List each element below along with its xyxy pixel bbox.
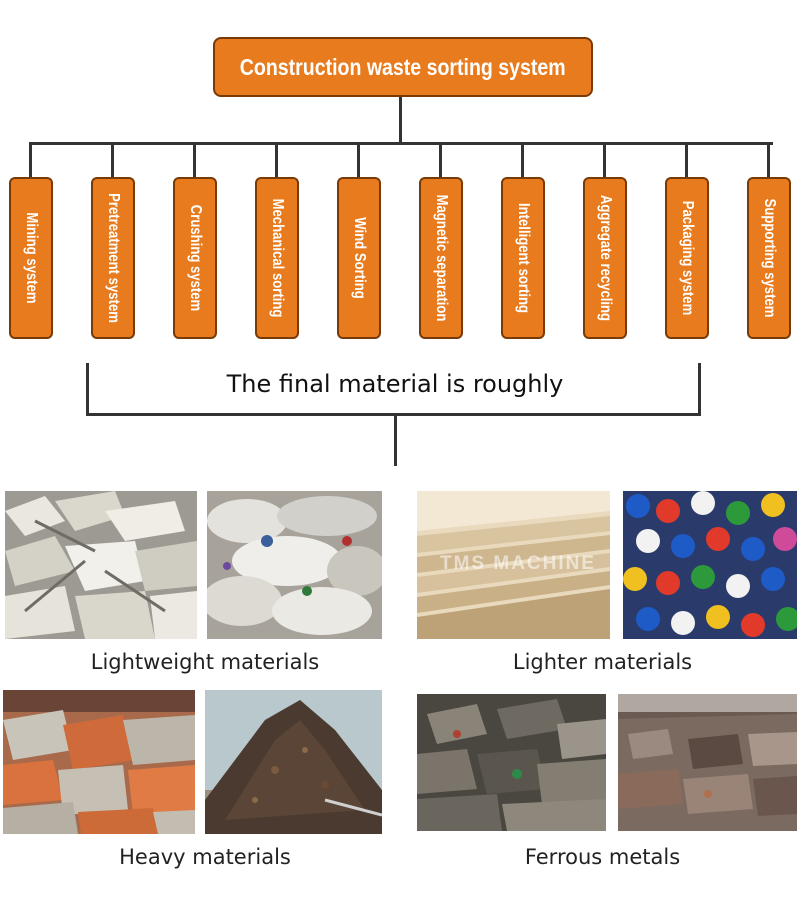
system-label-aggregate-recycling: Aggregate recycling: [597, 194, 614, 322]
diagram-title-box: Construction waste sorting system: [213, 37, 593, 97]
system-box-aggregate-recycling: Aggregate recycling: [583, 177, 627, 339]
branch-bar-line: [29, 142, 773, 145]
photo-heavy-2: [205, 690, 382, 834]
photo-lighter-1: [417, 491, 610, 639]
system-box-crushing: Crushing system: [173, 177, 217, 339]
system-label-wind-sorting: Wind Sorting: [351, 217, 368, 299]
branch-drop-line: [357, 142, 360, 178]
bracket-stem-line: [394, 416, 397, 466]
system-label-crushing: Crushing system: [187, 204, 204, 312]
system-label-mechanical-sorting: Mechanical sorting: [269, 198, 286, 318]
system-label-packaging: Packaging system: [679, 200, 696, 316]
photo-ferrous-2: [618, 694, 797, 831]
bracket-left-line: [86, 363, 89, 416]
branch-drop-line: [603, 142, 606, 178]
system-box-supporting: Supporting system: [747, 177, 791, 339]
branch-drop-line: [193, 142, 196, 178]
photo-lightweight-2: [207, 491, 382, 639]
caption-heavy-materials: Heavy materials: [119, 845, 291, 869]
photo-heavy-1: [3, 690, 195, 834]
system-box-mining: Mining system: [9, 177, 53, 339]
system-box-magnetic-separation: Magnetic separation: [419, 177, 463, 339]
watermark-text: TMS MACHINE: [440, 553, 597, 574]
caption-lighter-materials: Lighter materials: [512, 650, 693, 674]
branch-drop-line: [439, 142, 442, 178]
photo-ferrous-1: [417, 694, 606, 831]
system-box-pretreatment: Pretreatment system: [91, 177, 135, 339]
final-material-label: The final material is roughly: [226, 370, 564, 398]
branch-drop-line: [275, 142, 278, 178]
system-box-packaging: Packaging system: [665, 177, 709, 339]
branch-drop-line: [767, 142, 770, 178]
photo-lightweight-1: [5, 491, 197, 639]
system-box-intelligent-sorting: Intelligent sorting: [501, 177, 545, 339]
branch-drop-line: [521, 142, 524, 178]
system-label-pretreatment: Pretreatment system: [105, 193, 122, 323]
bracket-bottom-line: [86, 413, 701, 416]
caption-lightweight-materials: Lightweight materials: [90, 650, 320, 674]
branch-drop-line: [29, 142, 32, 178]
caption-ferrous-metals: Ferrous metals: [524, 845, 681, 869]
bracket-right-line: [698, 363, 701, 416]
system-label-mining: Mining system: [23, 212, 40, 304]
system-label-magnetic-separation: Magnetic separation: [433, 194, 450, 322]
diagram-title: Construction waste sorting system: [240, 53, 566, 80]
title-stem-line: [399, 97, 402, 144]
branch-drop-line: [111, 142, 114, 178]
system-label-supporting: Supporting system: [761, 198, 778, 318]
photo-lighter-2: [623, 491, 797, 639]
system-box-wind-sorting: Wind Sorting: [337, 177, 381, 339]
system-box-mechanical-sorting: Mechanical sorting: [255, 177, 299, 339]
branch-drop-line: [685, 142, 688, 178]
system-label-intelligent-sorting: Intelligent sorting: [515, 202, 532, 314]
